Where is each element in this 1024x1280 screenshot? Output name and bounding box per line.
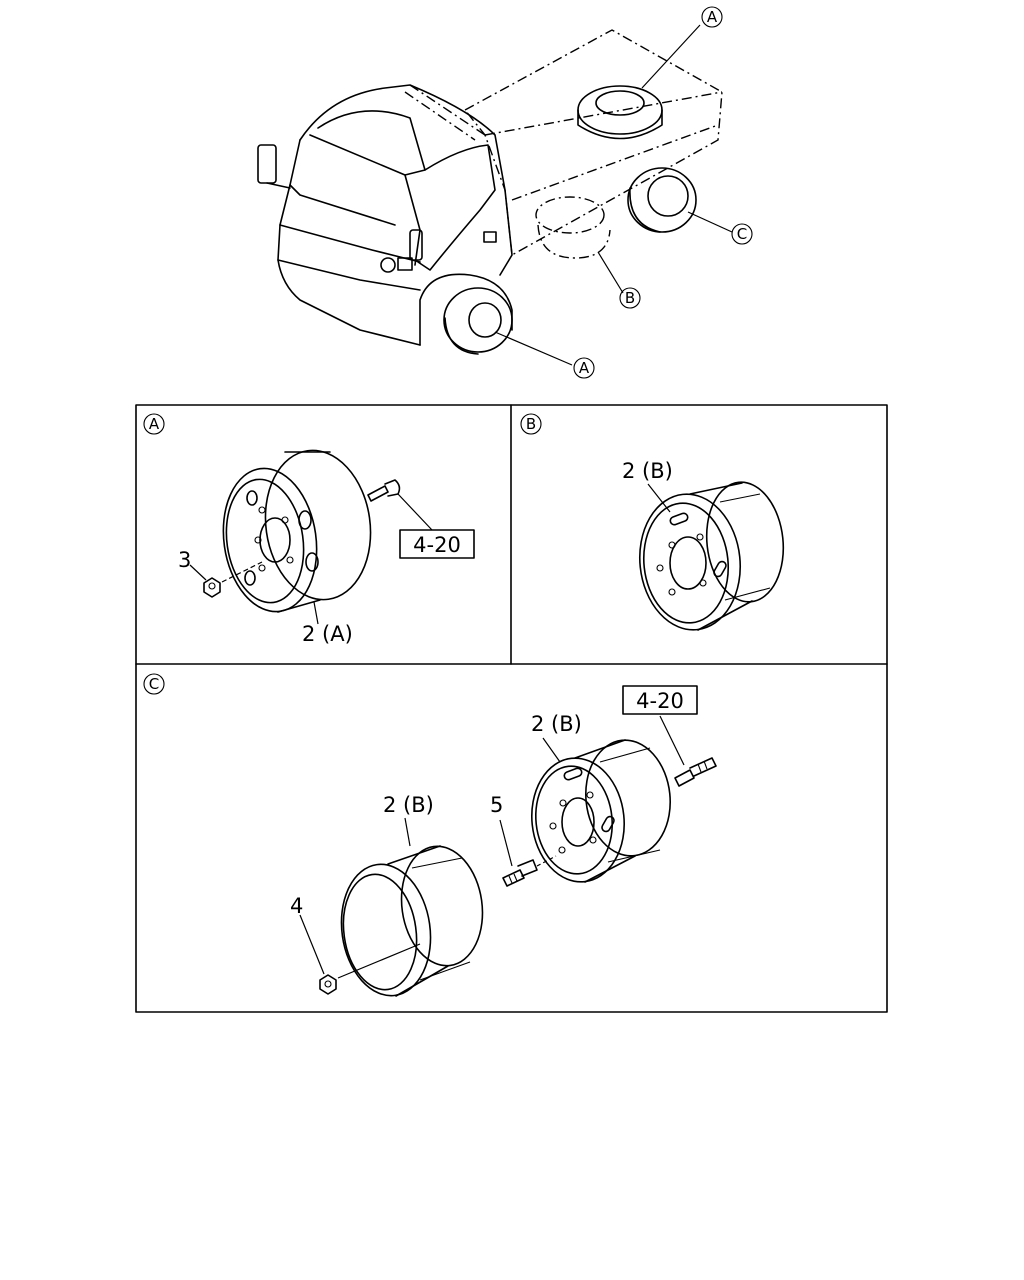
bolt-drawing [367,479,401,502]
nut-4-drawing [319,943,421,995]
svg-text:C: C [737,225,747,243]
outer-wheel-2b-drawing [530,739,672,883]
label-part-5: 5 [490,793,503,817]
panel-b-callout: B [520,413,542,435]
svg-text:B: B [625,289,635,307]
ref-box-4-20-a: 4-20 [399,529,475,559]
stud-bolt-right-drawing [674,757,717,787]
wheel-2a-drawing [222,449,372,613]
label-part-3: 3 [178,548,191,572]
callout-b-top: B [619,287,641,309]
panel-c-callout: C [143,673,165,695]
panel-c: C [143,673,717,997]
svg-text:4-20: 4-20 [413,533,461,557]
label-part-2b-outer: 2 (B) [531,712,582,736]
svg-text:B: B [526,415,536,433]
svg-text:4-20: 4-20 [636,689,684,713]
svg-text:A: A [149,415,160,433]
label-part-2b-panel-b: 2 (B) [622,459,673,483]
svg-text:A: A [579,359,590,377]
callout-c-top: C [731,223,753,245]
nut-3-drawing [203,561,263,598]
stud-5-drawing [502,855,557,887]
panel-a: A [143,413,475,646]
label-part-4: 4 [290,894,303,918]
panel-b: B 2 (B) [520,413,785,631]
wheel-2b-drawing [638,481,785,631]
svg-text:C: C [149,675,159,693]
label-part-2a: 2 (A) [302,622,353,646]
svg-text:A: A [707,8,718,26]
panel-a-callout: A [143,413,165,435]
callout-a-top: A [701,6,723,28]
label-part-2b-inner: 2 (B) [383,793,434,817]
callout-a-bottom: A [573,357,595,379]
ref-box-4-20-c: 4-20 [622,685,698,715]
truck-overview [257,24,733,366]
inner-wheel-2b-drawing [340,845,484,997]
